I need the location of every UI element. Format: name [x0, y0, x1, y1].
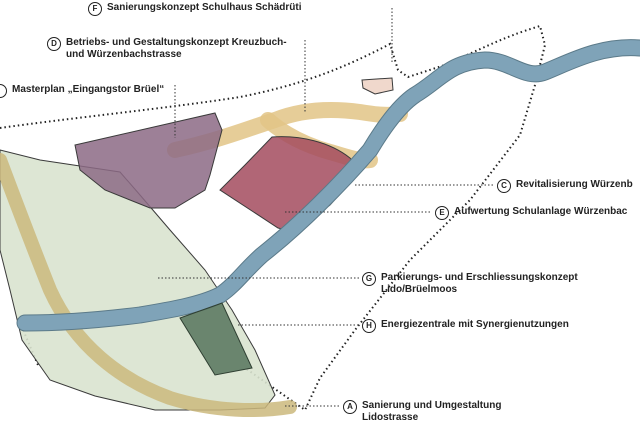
- label-b-text: Masterplan „Eingangstor Brüel“: [12, 84, 165, 95]
- label-d: D Betriebs- und Gestaltungskonzept Kreuzb…: [47, 37, 287, 61]
- wuerzenbach-river-fill: [17, 40, 640, 331]
- lidostrasse-road: [0, 153, 297, 417]
- label-f: F Sanierungskonzept Schulhaus Schädrüti: [88, 2, 301, 16]
- kreuzbuchstrasse-road: [167, 102, 408, 158]
- badge-d: D: [47, 37, 61, 51]
- label-e: E Aufwertung Schulanlage Würzenbac: [435, 206, 627, 220]
- label-a-line1: Sanierung und Umgestaltung: [362, 400, 502, 411]
- project-perimeter: [0, 24, 547, 412]
- masterplan-area: [74, 112, 223, 209]
- label-d-line1: Betriebs- und Gestaltungskonzept Kreuzbu…: [66, 37, 287, 48]
- badge-h: H: [362, 319, 376, 333]
- schaedrueti-school-building: [361, 77, 394, 95]
- badge-c: C: [497, 179, 511, 193]
- badge-e: E: [435, 206, 449, 220]
- label-e-text: Aufwertung Schulanlage Würzenbac: [454, 206, 628, 217]
- badge-f: F: [88, 2, 102, 16]
- badge-b-partial: [0, 84, 7, 98]
- label-h: H Energiezentrale mit Synergienutzungen: [362, 319, 569, 333]
- label-d-line2: und Würzenbachstrasse: [66, 49, 182, 60]
- label-f-text: Sanierungskonzept Schulhaus Schädrüti: [107, 2, 302, 13]
- label-h-text: Energiezentrale mit Synergienutzungen: [381, 319, 569, 330]
- label-b: Masterplan „Eingangstor Brüel“: [0, 84, 164, 98]
- label-g-line2: Lido/Brüelmoos: [381, 284, 458, 295]
- energy-centre-area: [179, 302, 253, 376]
- label-g-line1: Parkierungs- und Erschliessungskonzept: [381, 272, 578, 283]
- label-c: C Revitalisierung Würzenb: [497, 179, 633, 193]
- badge-g: G: [362, 272, 376, 286]
- badge-a: A: [343, 400, 357, 414]
- leader-lines: [158, 8, 495, 407]
- label-c-text: Revitalisierung Würzenb: [516, 179, 633, 190]
- label-a-line2: Lidostrasse: [362, 412, 419, 423]
